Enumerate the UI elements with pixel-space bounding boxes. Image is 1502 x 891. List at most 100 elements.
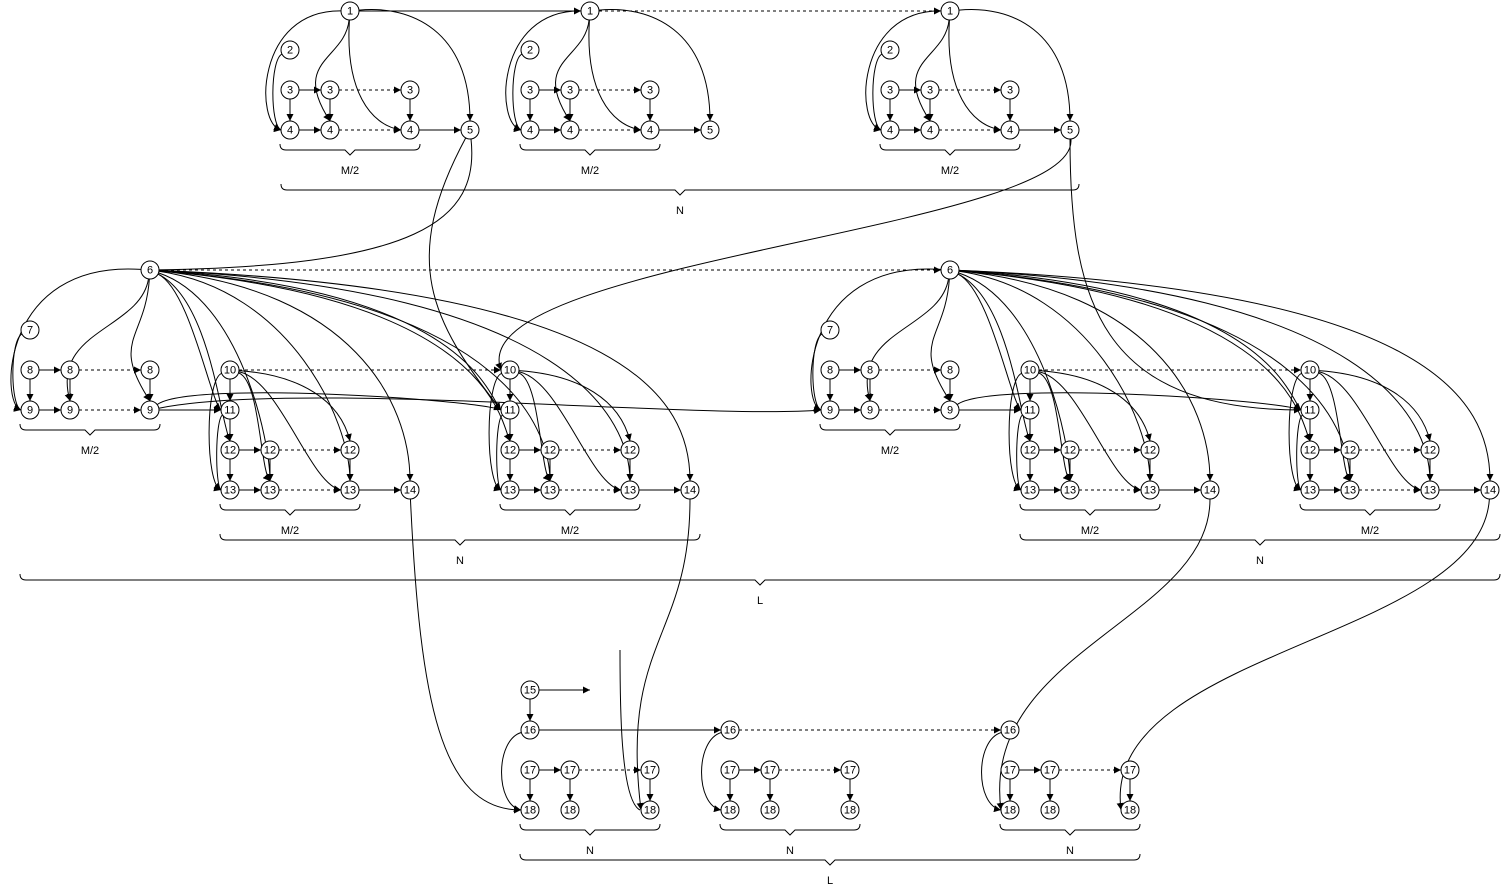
node-12: 12 xyxy=(1020,440,1040,460)
node-17: 17 xyxy=(1120,760,1140,780)
svg-text:18: 18 xyxy=(644,805,656,817)
brace-label: M/2 xyxy=(1361,525,1379,537)
node-17: 17 xyxy=(640,760,660,780)
svg-text:10: 10 xyxy=(224,365,236,377)
svg-text:3: 3 xyxy=(927,85,933,97)
edge-arrow xyxy=(864,278,950,402)
svg-text:4: 4 xyxy=(1007,125,1013,137)
svg-text:12: 12 xyxy=(624,445,636,457)
edge-arrow xyxy=(130,278,151,402)
node-3: 3 xyxy=(320,80,340,100)
node-10: 10 xyxy=(500,360,520,380)
node-11: 11 xyxy=(1300,400,1320,420)
node-3: 3 xyxy=(880,80,900,100)
edge-arrow xyxy=(518,370,632,442)
brace-mid-0 xyxy=(19,423,161,436)
node-3: 3 xyxy=(640,80,660,100)
edge-arrow xyxy=(1293,414,1303,491)
brace-top-n xyxy=(280,183,1080,196)
node-12: 12 xyxy=(500,440,520,460)
edge-arrow xyxy=(158,397,822,415)
node-16: 16 xyxy=(1000,720,1020,740)
node-13: 13 xyxy=(220,480,240,500)
svg-text:16: 16 xyxy=(524,725,536,737)
svg-text:11: 11 xyxy=(224,405,235,417)
edge-arrow xyxy=(505,10,582,133)
svg-text:17: 17 xyxy=(644,765,656,777)
brace-label: M/2 xyxy=(881,445,899,457)
svg-text:12: 12 xyxy=(544,445,556,457)
svg-text:12: 12 xyxy=(1144,445,1156,457)
svg-text:2: 2 xyxy=(527,45,533,57)
brace-top-2 xyxy=(879,143,1021,156)
svg-text:4: 4 xyxy=(327,125,333,137)
svg-text:12: 12 xyxy=(1064,445,1076,457)
svg-text:17: 17 xyxy=(524,765,536,777)
edge-arrow xyxy=(238,371,342,493)
svg-text:12: 12 xyxy=(1424,445,1436,457)
node-13: 13 xyxy=(1340,480,1360,500)
edge-arrow xyxy=(996,498,1211,811)
svg-text:13: 13 xyxy=(1304,485,1316,497)
node-10: 10 xyxy=(1020,360,1040,380)
node-9: 9 xyxy=(860,400,880,420)
node-18: 18 xyxy=(1040,800,1060,820)
edge-arrow xyxy=(265,10,342,133)
node-8: 8 xyxy=(60,360,80,380)
svg-text:6: 6 xyxy=(947,265,953,277)
node-3: 3 xyxy=(920,80,940,100)
node-17: 17 xyxy=(1040,760,1060,780)
svg-text:9: 9 xyxy=(867,405,873,417)
svg-text:1: 1 xyxy=(947,6,953,18)
svg-text:9: 9 xyxy=(27,405,33,417)
edge-arrow xyxy=(158,270,511,442)
svg-text:13: 13 xyxy=(1424,485,1436,497)
svg-text:10: 10 xyxy=(1304,365,1316,377)
edge-arrow xyxy=(518,372,551,482)
edge-arrow xyxy=(930,278,951,402)
node-15: 15 xyxy=(520,680,540,700)
node-2: 2 xyxy=(520,40,540,60)
node-11: 11 xyxy=(500,400,520,420)
node-9: 9 xyxy=(20,400,40,420)
svg-text:17: 17 xyxy=(844,765,856,777)
svg-text:18: 18 xyxy=(564,805,576,817)
node-13: 13 xyxy=(340,480,360,500)
brace-bot-2 xyxy=(999,823,1141,836)
svg-text:12: 12 xyxy=(1344,445,1356,457)
node-4: 4 xyxy=(1000,120,1020,140)
svg-text:9: 9 xyxy=(947,405,953,417)
edge-arrow xyxy=(512,53,523,131)
edge-arrow xyxy=(915,19,950,122)
node-18: 18 xyxy=(720,800,740,820)
svg-text:4: 4 xyxy=(887,125,893,137)
brace-sub-0-1 xyxy=(499,503,641,516)
edge-arrow xyxy=(598,8,714,122)
svg-text:17: 17 xyxy=(764,765,776,777)
edge-arrow xyxy=(958,269,1494,482)
node-4: 4 xyxy=(920,120,940,140)
svg-text:4: 4 xyxy=(527,125,533,137)
node-8: 8 xyxy=(820,360,840,380)
brace-label: M/2 xyxy=(81,445,99,457)
svg-text:16: 16 xyxy=(1004,725,1016,737)
svg-text:13: 13 xyxy=(1064,485,1076,497)
node-12: 12 xyxy=(1300,440,1320,460)
node-12: 12 xyxy=(260,440,280,460)
svg-text:5: 5 xyxy=(1067,125,1073,137)
node-18: 18 xyxy=(560,800,580,820)
brace-label: M/2 xyxy=(941,165,959,177)
svg-text:8: 8 xyxy=(27,365,33,377)
brace-label: N xyxy=(586,845,594,857)
edge-arrow xyxy=(1008,372,1022,492)
edge-arrow xyxy=(958,270,1302,411)
node-12: 12 xyxy=(1060,440,1080,460)
brace-top-1 xyxy=(519,143,661,156)
svg-text:17: 17 xyxy=(564,765,576,777)
edge-arrow xyxy=(518,371,622,493)
edge-arrow xyxy=(948,19,1002,133)
brace-label: M/2 xyxy=(341,165,359,177)
svg-text:17: 17 xyxy=(1004,765,1016,777)
svg-text:15: 15 xyxy=(524,685,536,697)
